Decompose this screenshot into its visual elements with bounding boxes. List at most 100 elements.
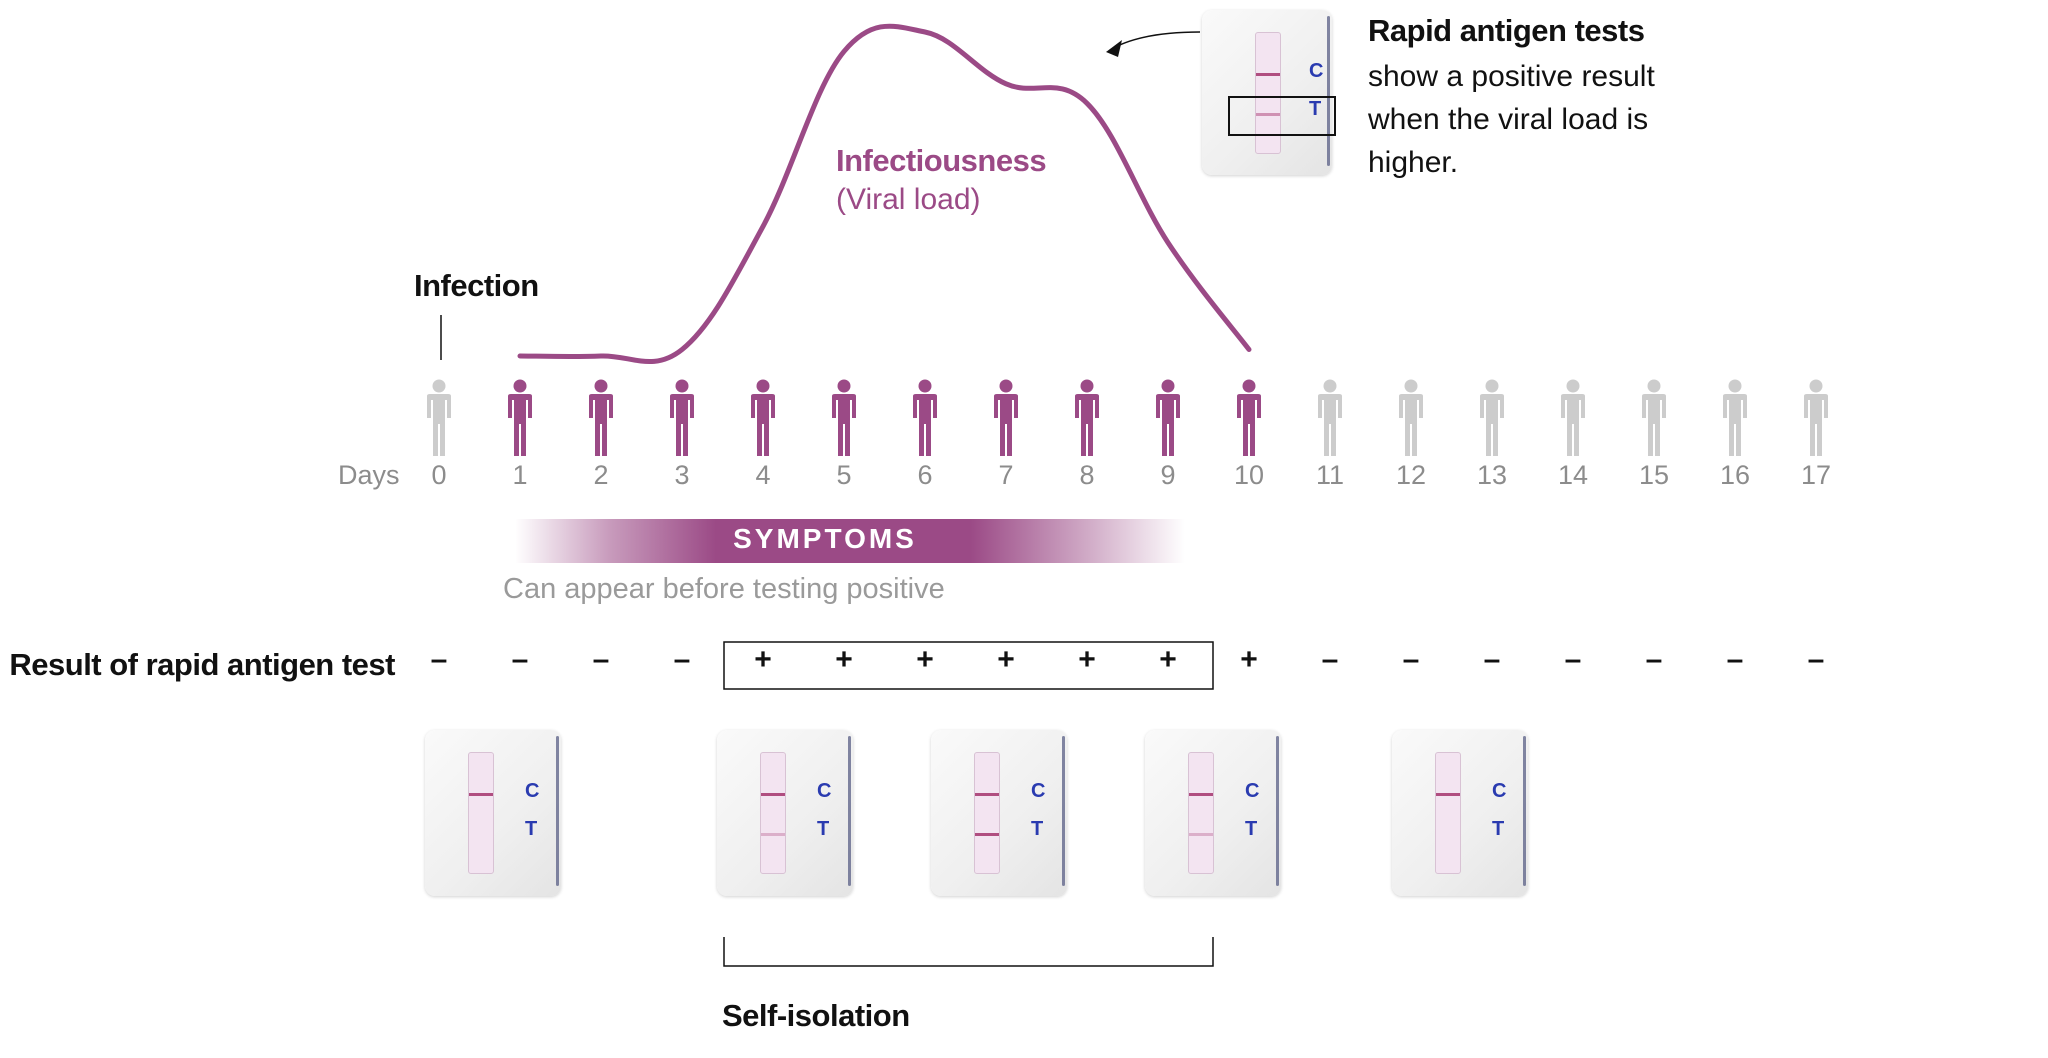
test-window xyxy=(1188,752,1214,874)
test-card-strong-day6: C T xyxy=(931,730,1067,896)
c-label: C xyxy=(1031,780,1046,802)
day-number: 14 xyxy=(1557,460,1589,490)
control-line xyxy=(761,793,785,796)
result-negative: – xyxy=(1483,643,1501,676)
person-icon xyxy=(751,379,775,456)
self-isolation-label: Self-isolation xyxy=(722,998,910,1033)
result-negative: – xyxy=(1726,643,1744,676)
test-line xyxy=(1189,833,1213,836)
card-edge xyxy=(1327,16,1330,166)
person-icon xyxy=(1318,379,1342,456)
person-icon xyxy=(1156,379,1180,456)
t-label: T xyxy=(525,818,538,840)
control-line xyxy=(1189,793,1213,796)
day-number: 4 xyxy=(755,460,771,490)
day-number: 11 xyxy=(1315,460,1345,490)
symptoms-note: Can appear before testing positive xyxy=(503,573,945,605)
person-icon xyxy=(1561,379,1585,456)
c-label: C xyxy=(1245,780,1260,802)
test-line xyxy=(761,833,785,836)
person-icon xyxy=(589,379,613,456)
control-line xyxy=(975,793,999,796)
result-positive: + xyxy=(754,643,772,676)
card-edge xyxy=(1062,736,1065,886)
person-icon xyxy=(508,379,532,456)
day-number: 13 xyxy=(1476,460,1508,490)
result-negative: – xyxy=(1807,643,1825,676)
day-number: 7 xyxy=(998,460,1014,490)
callout-body: show a positive result when the viral lo… xyxy=(1368,60,1655,179)
c-label: C xyxy=(525,780,540,802)
person-icon xyxy=(913,379,937,456)
test-line xyxy=(1256,113,1280,116)
day-number: 0 xyxy=(431,460,447,490)
test-window xyxy=(1255,32,1281,154)
person-icon xyxy=(670,379,694,456)
positive-result-box xyxy=(723,641,1214,690)
c-label: C xyxy=(1492,780,1507,802)
infectiousness-title: Infectiousness xyxy=(836,143,1047,178)
result-negative: – xyxy=(1564,643,1582,676)
result-negative: – xyxy=(511,643,529,676)
result-negative: – xyxy=(673,643,691,676)
t-label: T xyxy=(1031,818,1044,840)
test-card-negative-day0: C T xyxy=(425,730,561,896)
callout-arrow xyxy=(1109,31,1201,51)
infection-label: Infection xyxy=(414,268,539,303)
person-icon xyxy=(1075,379,1099,456)
person-icon xyxy=(1237,379,1261,456)
people-row xyxy=(427,379,1828,456)
card-edge xyxy=(1276,736,1279,886)
test-card-faint-day4: C T xyxy=(717,730,853,896)
test-window xyxy=(1435,752,1461,874)
days-axis-label: Days xyxy=(338,460,400,490)
viral-load-curve xyxy=(517,23,1252,365)
day-number: 16 xyxy=(1719,460,1751,490)
test-card-faint-day9: C T xyxy=(1145,730,1281,896)
person-icon xyxy=(1723,379,1747,456)
result-positive: + xyxy=(1240,643,1258,676)
result-negative: – xyxy=(1321,643,1339,676)
person-icon xyxy=(1399,379,1423,456)
day-number: 8 xyxy=(1079,460,1095,490)
symptoms-band xyxy=(515,519,1185,563)
card-edge xyxy=(1523,736,1526,886)
t-label: T xyxy=(817,818,830,840)
day-number: 1 xyxy=(512,460,528,490)
viral-load-subtitle: (Viral load) xyxy=(836,183,981,216)
person-icon xyxy=(1804,379,1828,456)
result-positive: + xyxy=(1078,643,1096,676)
result-negative: – xyxy=(592,643,610,676)
self-isolation-bracket xyxy=(723,937,1214,967)
day-number: 17 xyxy=(1800,460,1832,490)
day-number: 6 xyxy=(917,460,933,490)
person-icon xyxy=(1642,379,1666,456)
test-window xyxy=(974,752,1000,874)
c-label: C xyxy=(817,780,832,802)
day-number: 10 xyxy=(1233,460,1265,490)
card-edge xyxy=(556,736,559,886)
result-positive: + xyxy=(835,643,853,676)
day-number: 3 xyxy=(674,460,690,490)
t-label: T xyxy=(1492,818,1505,840)
callout-title: Rapid antigen tests xyxy=(1368,13,1645,48)
person-icon xyxy=(427,379,451,456)
t-label: T xyxy=(1245,818,1258,840)
day-number: 9 xyxy=(1160,460,1176,490)
t-label: T xyxy=(1309,98,1322,120)
day-number: 5 xyxy=(836,460,852,490)
person-icon xyxy=(1480,379,1504,456)
t-highlight-box xyxy=(1228,96,1336,136)
day-number: 2 xyxy=(593,460,609,490)
day-number: 15 xyxy=(1638,460,1670,490)
result-positive: + xyxy=(1159,643,1177,676)
c-label: C xyxy=(1309,60,1324,82)
result-row-label: Result of rapid antigen test xyxy=(9,647,395,682)
result-positive: + xyxy=(997,643,1015,676)
card-edge xyxy=(848,736,851,886)
callout-test-card: C T xyxy=(1202,10,1336,175)
person-icon xyxy=(832,379,856,456)
control-line xyxy=(1256,73,1280,76)
callout-arrowhead xyxy=(1106,40,1122,57)
